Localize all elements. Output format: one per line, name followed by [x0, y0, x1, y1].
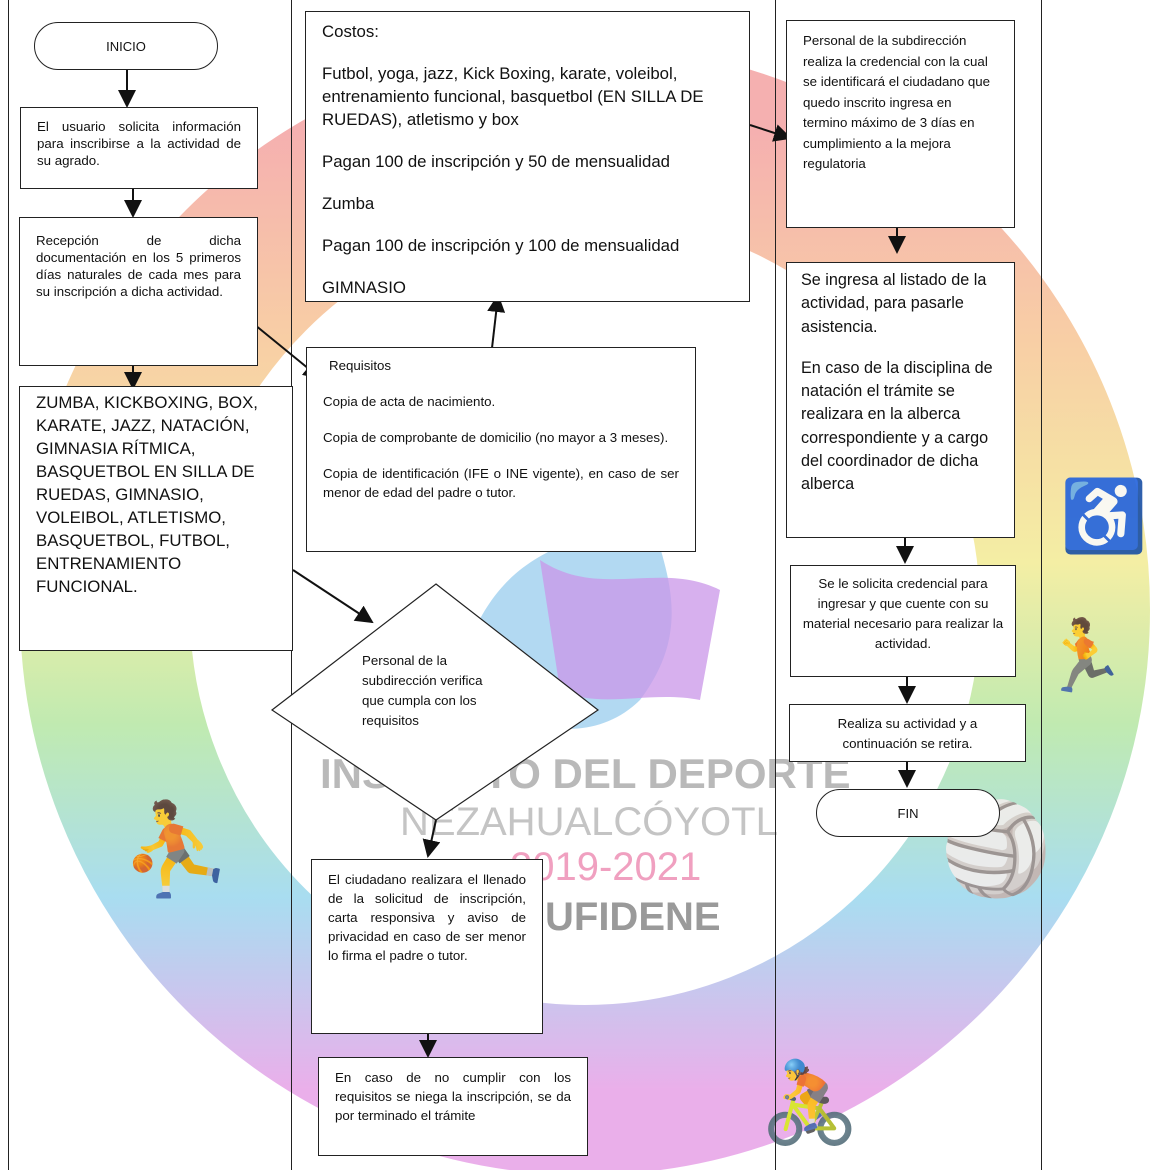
requisitos-item1: Copia de acta de nacimiento.	[323, 394, 496, 409]
step-request-credential: Se le solicita credencial para ingresar …	[790, 565, 1016, 677]
runner-icon: 🏃	[1040, 616, 1127, 695]
costos-title: Costos:	[322, 22, 379, 41]
watermark-line4: UFIDENE	[545, 895, 721, 939]
start-terminal: INICIO	[34, 22, 218, 70]
end-terminal: FIN	[816, 789, 1000, 837]
step-fill-form: El ciudadano realizara el llenado de la …	[311, 859, 543, 1034]
lane-divider-right	[1041, 0, 1042, 1170]
activities-list-text: ZUMBA, KICKBOXING, BOX, KARATE, JAZZ, NA…	[36, 393, 258, 596]
watermark-line1: INSTITUTO DEL DEPORTE	[320, 750, 851, 797]
step-activity-text: Realiza su actividad y a continuación se…	[837, 716, 978, 751]
step-credential: Personal de la subdirección realiza la c…	[786, 20, 1015, 228]
watermark-flag	[540, 560, 720, 700]
watermark-line2: NEZAHUALCÓYOTL	[400, 800, 778, 844]
step-request-credential-text: Se le solicita credencial para ingresar …	[802, 576, 1004, 651]
decision-text: Personal de la subdirección verifica que…	[362, 653, 483, 728]
costos-group2: Zumba	[322, 194, 375, 213]
wheelchair-icon: ♿	[1060, 476, 1147, 556]
costos-group1: Futbol, yoga, jazz, Kick Boxing, karate,…	[322, 64, 704, 129]
requisitos-box: Requisitos Copia de acta de nacimiento. …	[306, 347, 696, 552]
lane-divider-left	[8, 0, 9, 1170]
step-credential-text: Personal de la subdirección realiza la c…	[803, 33, 991, 171]
lane-divider-2	[775, 0, 776, 1170]
activities-list-box: ZUMBA, KICKBOXING, BOX, KARATE, JAZZ, NA…	[19, 386, 293, 651]
costos-group3: GIMNASIO	[322, 278, 406, 297]
step-listing-p1: Se ingresa al listado de la actividad, p…	[801, 271, 987, 336]
costos-box: Costos: Futbol, yoga, jazz, Kick Boxing,…	[305, 11, 750, 302]
step-document-reception-text: Recepción de dicha documentación en los …	[36, 233, 241, 299]
step-document-reception: Recepción de dicha documentación en los …	[19, 217, 258, 366]
step-listing: Se ingresa al listado de la actividad, p…	[786, 262, 1015, 538]
step-request-info: El usuario solicita información para ins…	[20, 107, 258, 189]
costos-price2: Pagan 100 de inscripción y 100 de mensua…	[322, 236, 680, 255]
step-activity: Realiza su actividad y a continuación se…	[789, 704, 1026, 762]
requisitos-item2: Copia de comprobante de domicilio (no ma…	[323, 430, 669, 445]
step-rejected-text: En caso de no cumplir con los requisitos…	[335, 1070, 571, 1123]
cyclist-icon: 🚴	[760, 1057, 860, 1148]
step-rejected: En caso de no cumplir con los requisitos…	[318, 1057, 588, 1156]
athlete-icon-left: ⛹	[120, 795, 232, 900]
step-fill-form-text: El ciudadano realizara el llenado de la …	[328, 872, 526, 963]
step-request-info-text: El usuario solicita información para ins…	[37, 119, 241, 168]
requisitos-title: Requisitos	[329, 358, 392, 373]
requisitos-item3: Copia de identificación (IFE o INE vigen…	[323, 466, 679, 500]
costos-price1: Pagan 100 de inscripción y 50 de mensual…	[322, 152, 670, 171]
step-listing-p2: En caso de la disciplina de natación el …	[801, 358, 993, 494]
